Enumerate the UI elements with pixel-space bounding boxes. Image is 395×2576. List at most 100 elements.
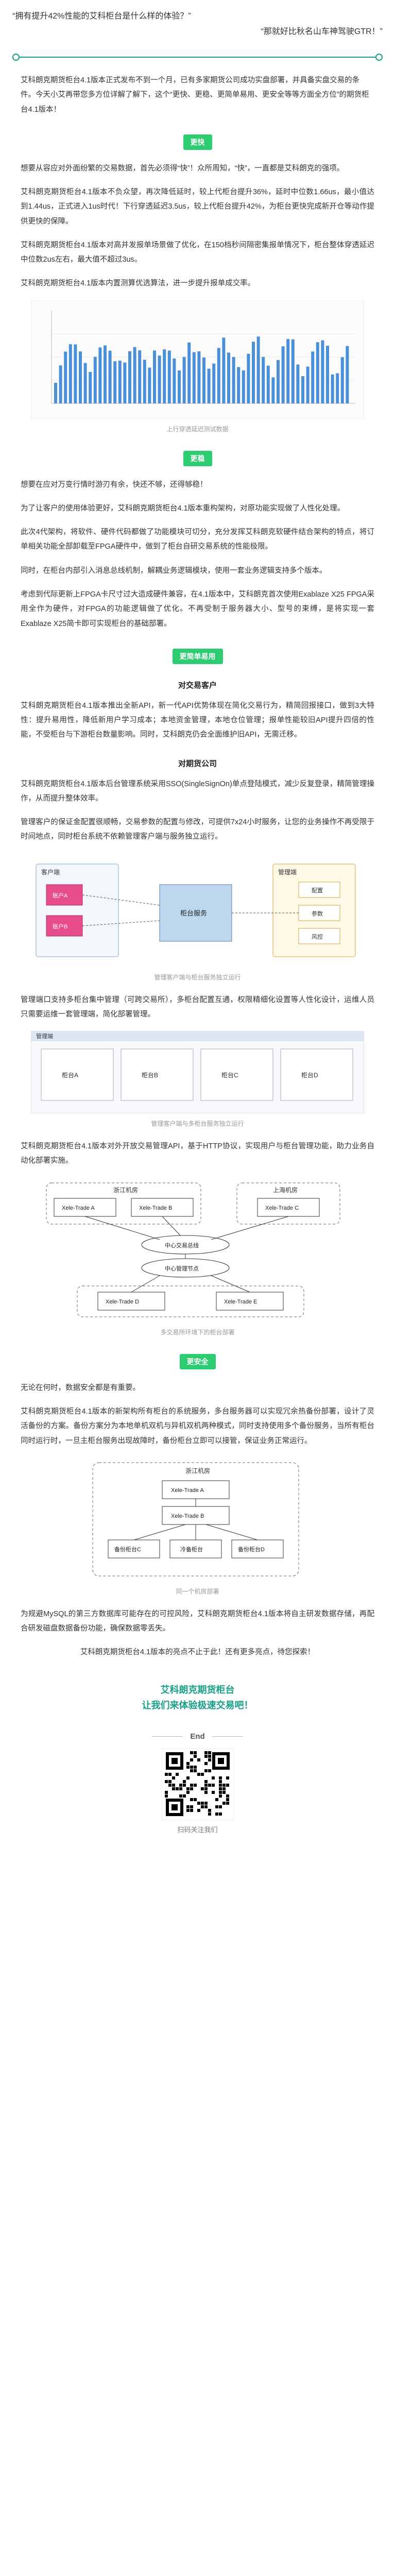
svg-text:Xele-Trade D: Xele-Trade D <box>106 1299 139 1305</box>
diagram-same-dc: 浙江机房 Xele-Trade A Xele-Trade B 备份柜台C 冷备柜… <box>92 1462 299 1577</box>
divider-right <box>212 1736 243 1737</box>
paragraph: 管理端口支持多柜台集中管理（可跨交易所），多柜台配置互通，权限精细化设置等人性化… <box>21 995 374 1019</box>
paragraph: 艾科朗克期货柜台4.1版本推出全新API，新一代API优势体现在简化交易行为，精… <box>21 701 374 739</box>
paragraph: 艾科朗克期货柜台4.1版本对高并发报单场景做了优化，在150档秒间隔密集报单情况… <box>21 241 374 264</box>
diagram-multi-counter: 管理端 柜台A 柜台B 柜台C 柜台D <box>30 1030 365 1114</box>
chart-bar <box>266 365 270 403</box>
paragraph: 艾科朗克期货柜台4.1版本后台管理系统采用SSO(SingleSignOn)单点… <box>21 779 374 803</box>
svg-text:配置: 配置 <box>312 887 323 894</box>
architecture-diagram-3: 浙江机房 Xele-Trade A Xele-Trade B 上海机房 Xele… <box>31 1178 364 1325</box>
chart-bar <box>138 350 142 403</box>
figure-caption: 管理客户端与柜台服务独立运行 <box>154 973 241 981</box>
svg-text:Xele-Trade A: Xele-Trade A <box>62 1205 95 1211</box>
end-label: End <box>190 1732 205 1741</box>
chart-bar <box>311 351 315 403</box>
badge-label: 更稳 <box>183 450 212 466</box>
paragraph: 此次4代架构，将软件、硬件代码都做了功能模块可切分，充分发挥艾科朗克软硬件结合架… <box>21 528 374 551</box>
chart-bar <box>173 358 176 403</box>
chart-bar <box>291 339 295 403</box>
chart-bar <box>133 347 136 403</box>
chart-bar <box>104 345 107 403</box>
chart-bar <box>158 355 161 403</box>
chart-bar <box>306 366 310 403</box>
latency-chart <box>30 300 365 419</box>
chart-bar <box>256 336 260 403</box>
chart-bar <box>331 374 334 403</box>
svg-text:浙江机房: 浙江机房 <box>185 1467 210 1475</box>
slogan-line-2: 让我们来体验极速交易吧！ <box>142 1700 253 1710</box>
paragraph: 艾科朗克期货柜台4.1版本内置测算优选算法，进一步提升报单成交率。 <box>21 279 255 288</box>
paragraph: 想要在应对万变行情时游刃有余，快还不够，还得够稳！ <box>21 480 208 489</box>
chart-bar <box>187 342 191 403</box>
figure-caption: 同一个机房部署 <box>176 1587 219 1595</box>
svg-text:柜台服务: 柜台服务 <box>180 909 207 917</box>
paragraph: 想要从容应对外面纷繁的交易数据，首先必须得“快”！众所周知，“快”，一直都是艾科… <box>21 164 345 173</box>
conclusion-paragraph: 艾科朗克期货柜台4.1版本的亮点不止于此！还有更多亮点，待您探索！ <box>80 1648 315 1657</box>
chart-bar <box>247 353 250 403</box>
svg-text:Xele-Trade A: Xele-Trade A <box>171 1487 204 1494</box>
chart-bar <box>182 357 186 403</box>
svg-text:风控: 风控 <box>312 933 323 940</box>
chart-bar <box>113 361 117 403</box>
chart-bar <box>93 357 97 403</box>
header-quotes: “拥有提升42%性能的艾科柜台是什么样的体验？” “那就好比秋名山车神驾驶GTR… <box>12 10 383 38</box>
chart-bar <box>163 349 166 403</box>
figure-caption: 管理客户端与多柜台服务独立运行 <box>151 1120 244 1128</box>
badge-label: 更快 <box>183 134 212 150</box>
article: “拥有提升42%性能的艾科柜台是什么样的体验？” “那就好比秋名山车神驾驶GTR… <box>0 10 395 1834</box>
svg-text:柜台B: 柜台B <box>142 1071 158 1079</box>
chart-bar <box>301 376 304 403</box>
svg-text:备份柜台C: 备份柜台C <box>114 1546 141 1553</box>
quote-question: “拥有提升42%性能的艾科柜台是什么样的体验？” <box>12 12 191 21</box>
chart-bar <box>232 357 235 403</box>
chart-bar <box>98 347 102 403</box>
svg-text:管理端: 管理端 <box>36 1032 53 1040</box>
svg-text:账户A: 账户A <box>53 892 68 899</box>
svg-text:冷备柜台: 冷备柜台 <box>180 1546 203 1553</box>
section-badge-secure: 更安全 <box>0 1353 395 1369</box>
chart-bar <box>128 351 131 403</box>
badge-label: 更简单易用 <box>172 648 223 664</box>
chart-bar <box>79 351 82 403</box>
paragraph: 为了让客户的使用体验更好，艾科朗克期货柜台4.1版本重构架构，对原功能实现做了人… <box>21 504 345 513</box>
chart-bar <box>271 377 275 403</box>
svg-text:柜台C: 柜台C <box>221 1071 238 1079</box>
diagram-mgmt-independent: 客户端 账户A 账户B 柜台服务 管理端 配置 参数 风控 <box>36 863 356 957</box>
chart-bar <box>148 367 151 403</box>
svg-text:柜台A: 柜台A <box>62 1071 78 1079</box>
paragraph: 艾科朗克期货柜台4.1版本的新架构所有柜台的系统服务，多台服务器可以实现冗余热备… <box>21 1407 374 1445</box>
slogan-line-1: 艾科朗克期货柜台 <box>160 1684 235 1695</box>
svg-text:上海机房: 上海机房 <box>273 1186 298 1194</box>
svg-text:Xele-Trade C: Xele-Trade C <box>265 1205 299 1211</box>
chart-bar <box>207 368 211 403</box>
quote-answer: “那就好比秋名山车神驾驶GTR！” <box>261 27 383 36</box>
divider-line <box>12 54 383 61</box>
chart-bar <box>167 350 171 403</box>
paragraph: 无论在何时，数据安全都是有重要。 <box>21 1383 140 1392</box>
paragraph: 为规避MySQL的第三方数据库可能存在的可控风险，艾科朗克期货柜台4.1版本将自… <box>21 1609 374 1633</box>
paragraph: 考虑到代际更新上FPGA卡尺寸过大造成硬件兼容，在4.1版本中，艾科朗克首次使用… <box>21 590 374 628</box>
chart-bar <box>262 357 265 403</box>
svg-text:柜台D: 柜台D <box>301 1071 318 1079</box>
chart-bar <box>326 345 329 403</box>
circle-icon <box>375 54 383 61</box>
svg-text:中心交易总线: 中心交易总线 <box>165 1242 199 1249</box>
chart-bar <box>59 365 62 403</box>
latency-chart-figure <box>30 300 365 421</box>
chart-bar <box>242 370 245 403</box>
chart-bar <box>212 363 216 403</box>
chart-bar <box>340 357 344 403</box>
figure-caption: 上行穿透延迟测试数据 <box>166 425 229 433</box>
sub-title: 对期货公司 <box>178 759 217 768</box>
chart-bar <box>336 373 339 403</box>
chart-bar <box>74 344 77 403</box>
paragraph: 艾科朗克期货柜台4.1版本对外开放交易管理API，基于HTTP协议，实现用户与柜… <box>21 1142 374 1165</box>
qr-code-icon[interactable] <box>161 1748 234 1820</box>
circle-icon <box>12 54 20 61</box>
qr-label: 扫码关注我们 <box>177 1825 218 1834</box>
chart-bar <box>178 370 181 403</box>
svg-text:Xele-Trade B: Xele-Trade B <box>139 1205 172 1211</box>
svg-text:中心管理节点: 中心管理节点 <box>165 1265 199 1272</box>
figure-caption: 多交易所环境下的柜台部署 <box>160 1328 235 1336</box>
chart-bar <box>321 340 324 403</box>
